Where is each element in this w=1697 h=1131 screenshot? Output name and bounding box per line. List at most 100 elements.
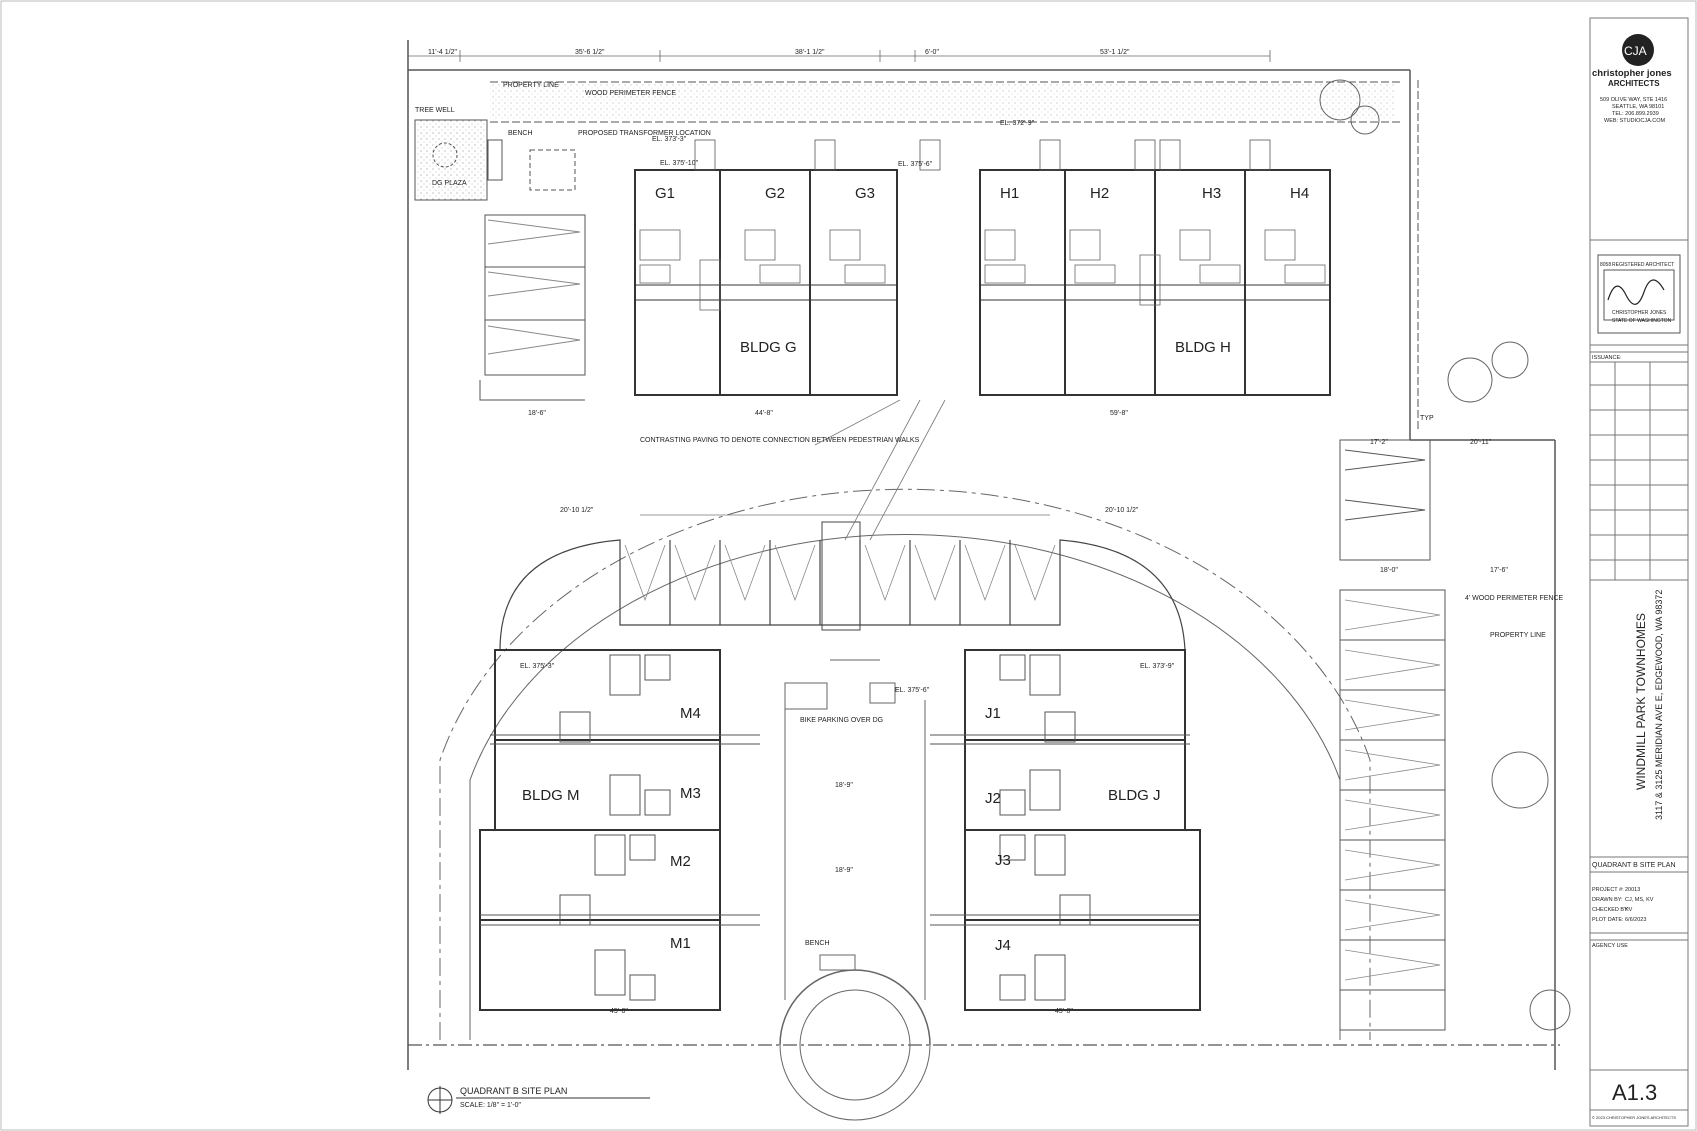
- firm-logo: CJA: [1622, 34, 1654, 66]
- stamp-line-2: CHRISTOPHER JONES: [1612, 310, 1667, 316]
- firm-logo-letters: CJA: [1624, 44, 1647, 58]
- unit-label-j4: J4: [995, 937, 1011, 954]
- sheet-title: QUADRANT B SITE PLAN: [1592, 862, 1676, 869]
- trees: [1319, 79, 1571, 1031]
- circular-drive: [439, 488, 1371, 1040]
- field-value: 6/6/2023: [1625, 917, 1646, 923]
- building-label-j: BLDG J: [1108, 787, 1161, 804]
- dimension-label: 45'-0": [1055, 1008, 1073, 1015]
- top-dimension-line: [408, 50, 1271, 62]
- dimension-label: 45'-0": [610, 1008, 628, 1015]
- issuance-label: ISSUANCE:: [1592, 355, 1622, 361]
- unit-label-m1: M1: [670, 935, 691, 952]
- dg-plaza: [414, 119, 576, 201]
- unit-label-j1: J1: [985, 705, 1001, 722]
- building-label-g: BLDG G: [740, 339, 797, 356]
- center-parking: [499, 521, 1186, 651]
- dimension-label: 38'-1 1/2": [795, 49, 825, 56]
- section-marker: [427, 1086, 650, 1114]
- dimension-label: 6'-0": [925, 49, 939, 56]
- stamp-line-3: STATE OF WASHINGTON: [1612, 318, 1672, 324]
- unit-label-h3: H3: [1202, 185, 1221, 202]
- note-dg-plaza: DG PLAZA: [432, 180, 467, 187]
- property-lines: [407, 40, 1560, 1070]
- dimension-label: 17'-6": [1490, 567, 1508, 574]
- drawing-scale: SCALE: 1/8" = 1'-0": [460, 1102, 521, 1109]
- dimension-label: 11'-4 1/2": [428, 49, 458, 56]
- field-label: CHECKED BY:: [1592, 907, 1629, 913]
- unit-label-g2: G2: [765, 185, 785, 202]
- drawing-title: QUADRANT B SITE PLAN: [460, 1086, 567, 1096]
- firm-name: christopher jones: [1592, 68, 1672, 79]
- stamp-number: 8058: [1600, 262, 1611, 268]
- unit-label-m4: M4: [680, 705, 701, 722]
- architect-stamp: [1597, 254, 1681, 334]
- field-label: DRAWN BY:: [1592, 897, 1623, 903]
- field-value: CJ, MS, KV: [1625, 897, 1654, 903]
- building-label-h: BLDG H: [1175, 339, 1231, 356]
- note-property-line-2: PROPERTY LINE: [1490, 632, 1546, 639]
- unit-label-h4: H4: [1290, 185, 1309, 202]
- unit-label-m2: M2: [670, 853, 691, 870]
- central-walkway: [779, 659, 931, 1121]
- sheet-number: A1.3: [1612, 1080, 1657, 1105]
- elevation-label: EL. 373'-9": [1140, 663, 1175, 670]
- project-address: 3117 & 3125 MERIDIAN AVE E, EDGEWOOD, WA…: [1654, 590, 1664, 820]
- dimension-label: 18'-9": [835, 782, 853, 789]
- elevation-label: EL. 375'-10": [660, 160, 699, 167]
- dimension-label: 17'-2": [1370, 439, 1388, 446]
- building-j-outline: [964, 649, 1201, 1011]
- unit-label-h1: H1: [1000, 185, 1019, 202]
- note-typ: TYP: [1420, 415, 1434, 422]
- firm-web: WEB: STUDIOCJA.COM: [1604, 118, 1666, 124]
- copyright: © 2023 CHRISTOPHER JONES ARCHITECTS: [1592, 1115, 1676, 1120]
- dimension-label: 18'-9": [835, 867, 853, 874]
- building-label-m: BLDG M: [522, 787, 580, 804]
- dimension-label: 59'-8": [1110, 410, 1128, 417]
- note-transformer: PROPOSED TRANSFORMER LOCATION: [578, 130, 711, 137]
- note-bench-2: BENCH: [805, 940, 830, 947]
- field-value: 20013: [1625, 887, 1640, 893]
- note-contrasting-paving: CONTRASTING PAVING TO DENOTE CONNECTION …: [640, 437, 920, 444]
- elevation-label: EL. 375'-3": [520, 663, 555, 670]
- dimension-label: 53'-1 1/2": [1100, 49, 1130, 56]
- dimension-label: 18'-0": [1380, 567, 1398, 574]
- elevation-label: EL. 375'-6": [895, 687, 930, 694]
- elevation-label: EL. 375'-6": [898, 161, 933, 168]
- elevation-label: EL. 373'-3": [652, 136, 687, 143]
- agency-use-label: AGENCY USE: [1592, 943, 1628, 949]
- dimension-label: 35'-6 1/2": [575, 49, 605, 56]
- unit-label-j3: J3: [995, 852, 1011, 869]
- field-label: PROJECT #:: [1592, 887, 1624, 893]
- unit-label-j2: J2: [985, 790, 1001, 807]
- unit-label-g1: G1: [655, 185, 675, 202]
- field-value: KV: [1625, 907, 1633, 913]
- note-bench: BENCH: [508, 130, 533, 137]
- note-wood-fence: WOOD PERIMETER FENCE: [585, 90, 676, 97]
- note-bike-parking: BIKE PARKING OVER DG: [800, 717, 883, 724]
- firm-subtitle: ARCHITECTS: [1608, 79, 1660, 88]
- firm-tel: TEL: 206.899.2939: [1612, 111, 1659, 117]
- stamp-line-1: REGISTERED ARCHITECT: [1612, 262, 1674, 268]
- dimension-label: 20'-11": [1470, 439, 1492, 446]
- firm-address-1: 509 OLIVE WAY, STE 1416: [1600, 97, 1667, 103]
- note-property-line: PROPERTY LINE: [503, 82, 559, 89]
- firm-address-2: SEATTLE, WA 98101: [1612, 104, 1664, 110]
- building-h-outline: [979, 169, 1331, 396]
- entry-stairs: [694, 139, 1271, 171]
- dimension-label: 20'-10 1/2": [1105, 507, 1139, 514]
- building-m-outline: [479, 649, 721, 1011]
- dimension-label: 44'-8": [755, 410, 773, 417]
- title-block: [1589, 17, 1689, 1127]
- field-label: PLOT DATE:: [1592, 917, 1624, 923]
- dimension-label: 18'-6": [528, 410, 546, 417]
- unit-label-h2: H2: [1090, 185, 1109, 202]
- dimension-label: 20'-10 1/2": [560, 507, 594, 514]
- unit-label-m3: M3: [680, 785, 701, 802]
- note-wood-fence-4: 4' WOOD PERIMETER FENCE: [1465, 595, 1564, 602]
- north-parking: [479, 214, 586, 401]
- elevation-label: EL. 372'-9": [1000, 120, 1035, 127]
- unit-label-g3: G3: [855, 185, 875, 202]
- building-g-outline: [634, 169, 898, 396]
